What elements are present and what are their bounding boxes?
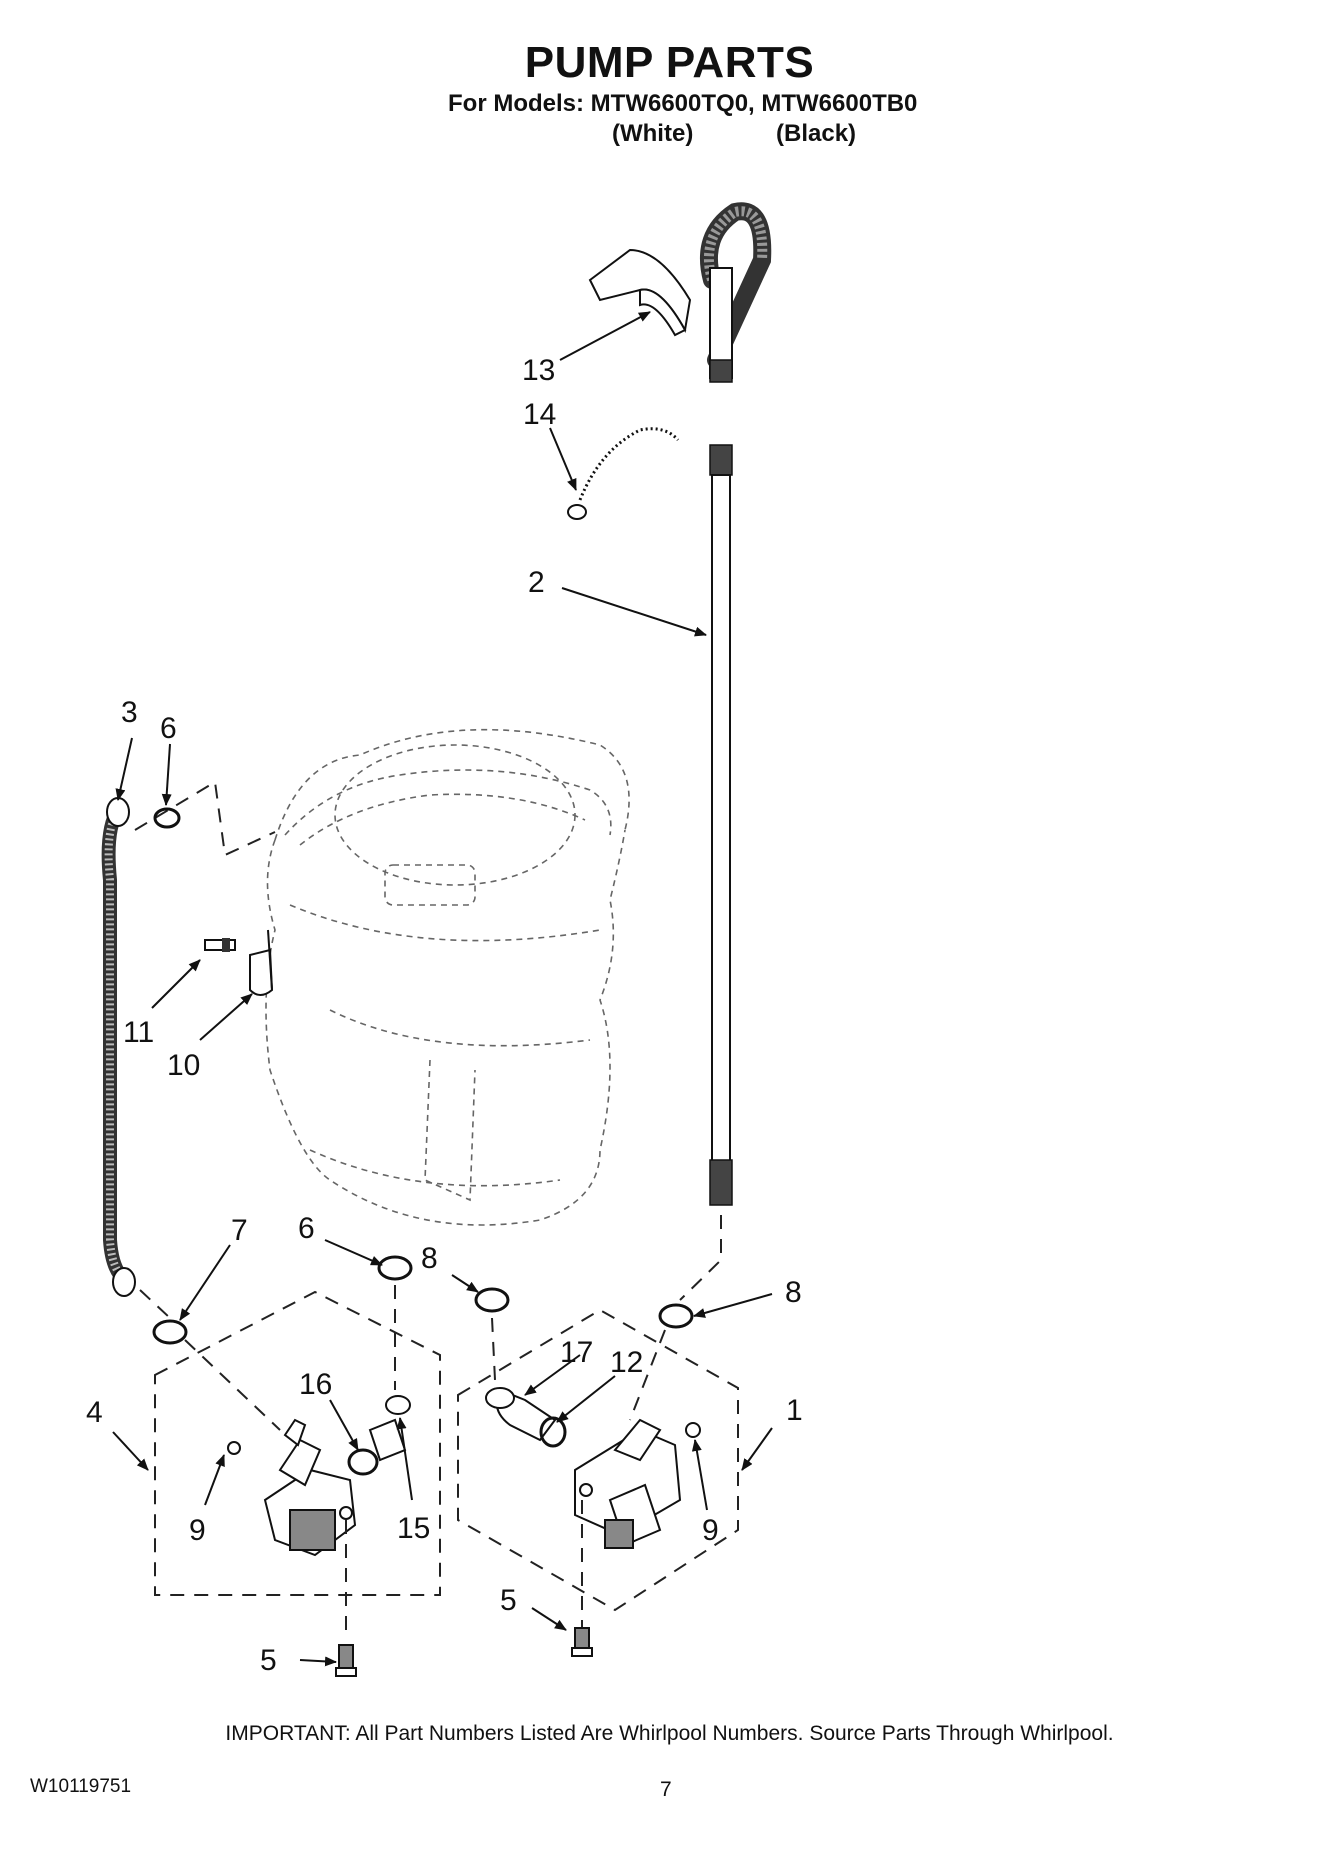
part-13-hose-clip: [588, 248, 692, 337]
outer-tub-ghost: [265, 728, 630, 1226]
part-6-clamp-upper: [153, 807, 181, 829]
important-note: IMPORTANT: All Part Numbers Listed Are W…: [225, 1722, 1114, 1745]
callout-9-left: 9: [189, 1514, 206, 1547]
part-3-hose: [101, 780, 276, 1319]
callout-12: 12: [610, 1346, 643, 1379]
callout-6-middle: 6: [298, 1212, 315, 1245]
callout-6-upper: 6: [160, 712, 177, 745]
part-5-screw-left: [335, 1644, 357, 1677]
callout-15: 15: [397, 1512, 430, 1545]
callout-11: 11: [123, 1016, 154, 1049]
callout-4: 4: [86, 1396, 103, 1429]
callout-2: 2: [528, 566, 545, 599]
variant-black: (Black): [776, 120, 857, 147]
part-16-clamp: [347, 1448, 379, 1476]
callouts: 13 14 2 3 6 11 10 7 6 8 8 17 12 16 4 1 9…: [86, 354, 803, 1677]
callout-3: 3: [121, 696, 138, 729]
callout-10: 10: [167, 1049, 200, 1082]
callout-16: 16: [299, 1368, 332, 1401]
part-14-bead-tie: [567, 427, 680, 520]
model-numbers: For Models: MTW6600TQ0, MTW6600TB0: [448, 90, 918, 117]
part-1-pump-assembly-box: [457, 1308, 739, 1612]
part-10-11-bracket-screw: [204, 929, 274, 996]
callout-1: 1: [786, 1394, 803, 1427]
callout-8-middle: 8: [421, 1242, 438, 1275]
callout-7: 7: [231, 1214, 248, 1247]
part-1-pump: [485, 1387, 701, 1628]
part-4-pump: [227, 1395, 411, 1640]
part-2-drain-hose: [679, 202, 772, 1301]
document-number: W10119751: [30, 1776, 132, 1797]
variant-white: (White): [612, 120, 694, 147]
callout-17: 17: [560, 1336, 593, 1369]
callout-14: 14: [523, 398, 556, 431]
callout-13: 13: [522, 354, 555, 387]
callout-5-right: 5: [500, 1584, 517, 1617]
clamps-middle: [152, 1255, 694, 1431]
page-title: PUMP PARTS: [524, 38, 815, 87]
page-number: 7: [660, 1778, 672, 1801]
leader-lines: [112, 311, 773, 1667]
callout-9-right: 9: [702, 1514, 719, 1547]
part-4-pump-assembly-box: [154, 1290, 441, 1596]
part-5-screw-right: [571, 1627, 593, 1657]
callout-8-right: 8: [785, 1276, 802, 1309]
callout-5-left: 5: [260, 1644, 277, 1677]
